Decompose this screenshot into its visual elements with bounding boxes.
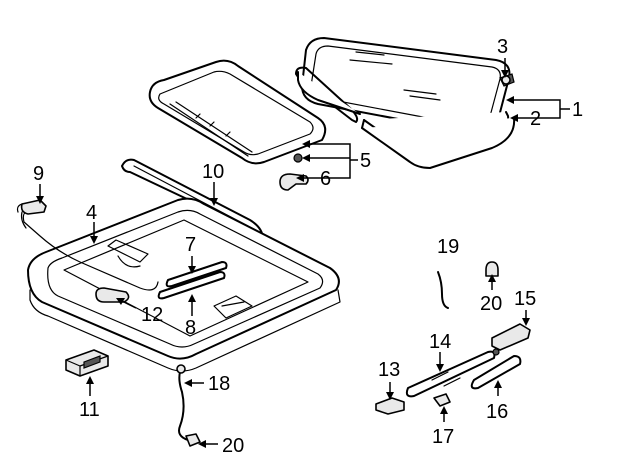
callout-7: 7 [185, 234, 196, 256]
glass-seal [295, 66, 516, 169]
clamp-20-lower [185, 433, 201, 447]
callout-10: 10 [202, 161, 224, 183]
bracket-13 [375, 397, 405, 415]
grommet-5 [293, 153, 303, 163]
clip-17 [433, 393, 451, 407]
drain-hose-18 [176, 364, 189, 441]
callout-8: 8 [185, 317, 196, 339]
hose-19 [437, 271, 449, 309]
cable-14 [405, 350, 496, 398]
track-16 [470, 355, 522, 390]
callout-14: 14 [429, 331, 451, 353]
callout-12: 12 [141, 304, 163, 326]
guide-rail-7 [165, 261, 228, 288]
callout-20-lower: 20 [222, 435, 244, 457]
callout-19: 19 [437, 236, 459, 258]
callout-11: 11 [79, 399, 100, 421]
bolt-3 [499, 73, 515, 87]
callout-5: 5 [360, 150, 371, 172]
callout-17: 17 [432, 426, 454, 448]
callout-9: 9 [33, 163, 44, 185]
callout-18: 18 [208, 373, 230, 395]
callout-20-upper: 20 [480, 293, 502, 315]
callout-2: 2 [530, 108, 541, 130]
callout-13: 13 [378, 359, 400, 381]
clip-20-upper [485, 261, 499, 277]
callout-labels: 1 2 3 4 5 6 7 8 9 10 11 12 13 14 15 16 1… [33, 36, 583, 457]
guide-rail-8 [157, 271, 226, 300]
leader-lines [36, 58, 570, 448]
bracket-15 [491, 323, 531, 356]
callout-4: 4 [86, 202, 97, 224]
callout-15: 15 [514, 288, 536, 310]
callout-3: 3 [497, 36, 508, 58]
callout-6: 6 [320, 168, 331, 190]
drain-tube-4 [16, 203, 159, 291]
bracket-9 [20, 199, 47, 215]
sunroof-frame [148, 59, 327, 165]
motor-11 [65, 349, 109, 377]
callout-16: 16 [486, 401, 508, 423]
callout-1: 1 [572, 99, 583, 121]
